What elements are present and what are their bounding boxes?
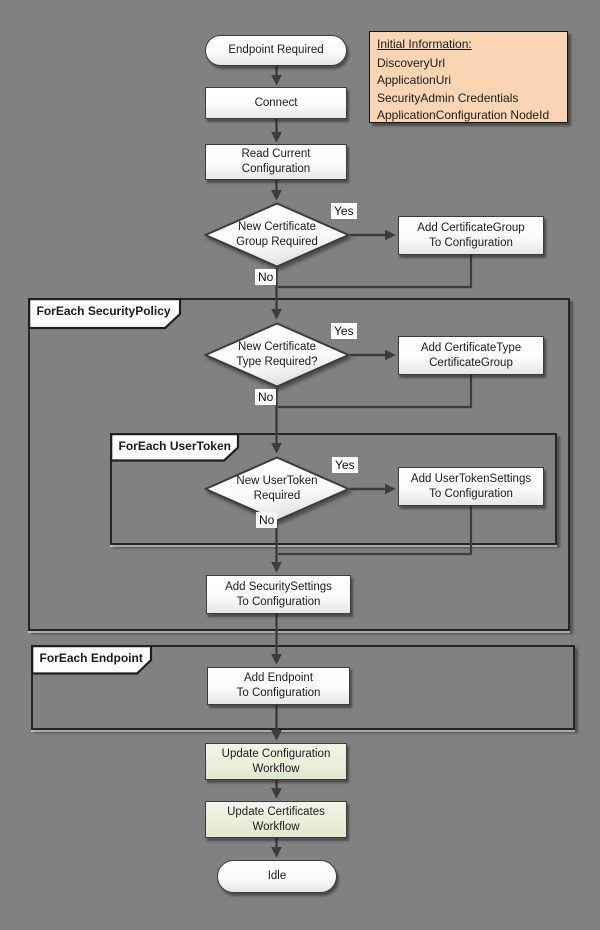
decision-new-certificate-group: New Certificate Group Required: [204, 202, 350, 268]
branch-label-no: No: [256, 512, 278, 528]
branch-label-yes: Yes: [331, 323, 357, 339]
node-update-certificates-workflow: Update Certificates Workflow: [205, 801, 347, 838]
note-line: DiscoveryUrl: [377, 55, 446, 70]
node-add-securitysettings: Add SecuritySettings To Configuration: [206, 575, 351, 614]
container-label-usertoken: ForEach UserToken: [118, 438, 231, 453]
container-foreach-securitypolicy: ForEach SecurityPolicy: [27, 297, 570, 631]
note-title: Initial Information:: [377, 37, 472, 51]
branch-label-yes: Yes: [332, 457, 358, 473]
node-add-certificategroup: Add CertificateGroup To Configuration: [398, 216, 544, 255]
node-update-configuration-workflow: Update Configuration Workflow: [205, 743, 347, 780]
decision-label: New UserToken Required: [236, 475, 318, 502]
node-idle: Idle: [217, 860, 337, 893]
feedback-add-certtype: [278, 375, 473, 409]
branch-label-no: No: [255, 269, 277, 285]
branch-label-yes: Yes: [331, 203, 357, 219]
node-add-usertokensettings: Add UserTokenSettings To Configuration: [398, 467, 544, 506]
note-line: ApplicationConfiguration NodeId: [377, 108, 550, 122]
container-tab-endpoint: ForEach Endpoint: [30, 644, 153, 676]
container-label-securitypolicy: ForEach SecurityPolicy: [36, 303, 171, 318]
decision-label: New Certificate Group Required: [236, 221, 318, 248]
branch-label-no: No: [255, 389, 277, 405]
node-endpoint-required: Endpoint Required: [205, 35, 347, 66]
initial-information-note: Initial Information: DiscoveryUrl Applic…: [369, 31, 568, 123]
container-foreach-usertoken: ForEach UserToken: [109, 432, 557, 545]
decision-new-certificate-type: New Certificate Type Required?: [204, 322, 350, 388]
decision-new-usertoken: New UserToken Required: [204, 456, 350, 522]
decision-label: New Certificate Type Required?: [236, 341, 318, 368]
node-add-endpoint: Add Endpoint To Configuration: [207, 667, 350, 705]
container-tab-securitypolicy: ForEach SecurityPolicy: [27, 297, 182, 330]
feedback-add-certgroup: [278, 255, 473, 289]
container-tab-usertoken: ForEach UserToken: [109, 432, 240, 463]
node-connect: Connect: [205, 87, 347, 119]
note-line: ApplicationUri: [377, 73, 452, 87]
container-label-endpoint: ForEach Endpoint: [39, 650, 143, 665]
note-line: SecurityAdmin Credentials: [377, 90, 519, 105]
container-foreach-endpoint: ForEach Endpoint: [30, 644, 575, 730]
feedback-add-usertoken: [278, 506, 473, 556]
node-read-current-configuration: Read Current Configuration: [205, 144, 347, 180]
node-add-certificatetype: Add CertificateType CertificateGroup: [398, 336, 544, 375]
